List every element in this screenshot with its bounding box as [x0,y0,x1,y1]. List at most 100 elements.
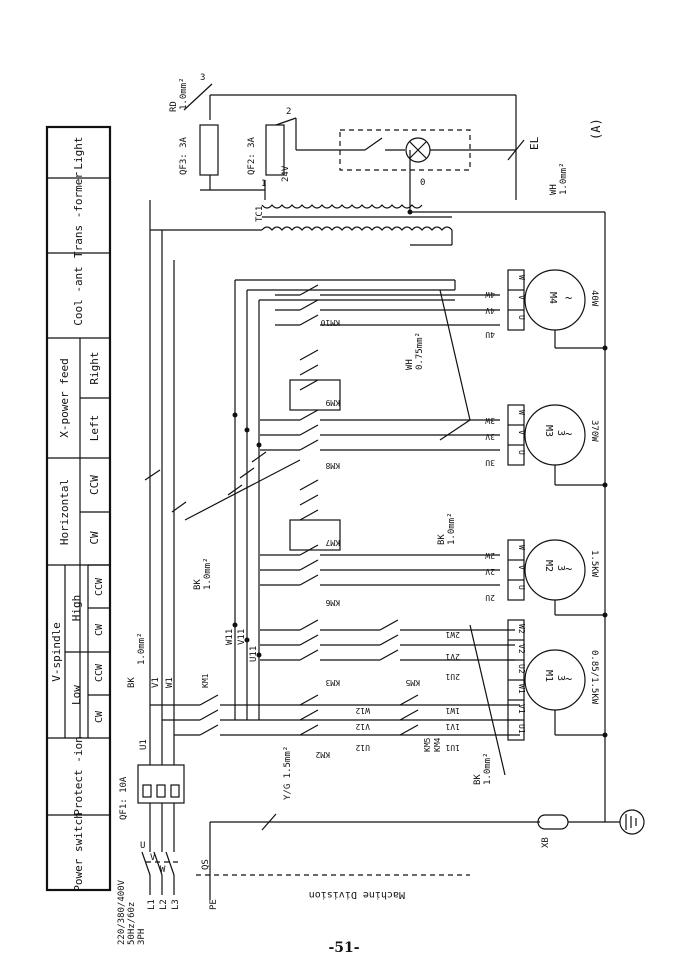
label-km5: KM5 [405,678,420,687]
label-low-ccw: CCW [94,663,105,682]
bus-lines: U11 V11 W11 BK 1.0mm² [144,279,456,720]
label-4v: 4V [485,306,495,315]
label-feed-left: Left [88,415,101,442]
label-node-3: 3 [200,73,205,83]
machine-division-label: Machine Division [309,889,405,900]
m2-terminal-w: W [517,545,526,550]
m2-terminal-u: U [517,585,526,590]
contactors: KM10 KM9 KM8 KM7 [150,284,520,759]
label-1w1: 1W1 [445,706,460,715]
label-light: Light [72,136,85,169]
m3-phase: 3 [555,430,566,436]
label-2u1: 2U1 [445,672,460,681]
label-24v: 24V [281,165,291,182]
m4-rating: 40W [589,290,599,307]
label-qf2: QF2: 3A [247,136,257,175]
motor-m2: W V U M2 3 ~ 1.5KW [507,539,608,618]
motor-m1: W2 V2 U2 W1 V1 U1 M1 3 ~ 0.85/1.5KW [507,619,608,741]
label-3v: 3V [485,432,495,441]
label-corner-a: (A) [589,118,603,140]
motor-icon [524,649,586,711]
label-horiz-ccw: CCW [88,475,101,495]
label-wh-light-wire: 1.0mm² [559,162,569,195]
label-bk-main-wire: 1.0mm² [137,632,147,665]
contactor-km3: KM3 [260,619,340,687]
m3-name: M3 [543,425,554,437]
label-horiz-cw: CW [88,531,101,545]
label-3u: 3U [485,458,495,467]
transformer-tc1: TC1 0 24V 1 [150,165,606,822]
label-2w1: 2W1 [445,630,460,639]
label-w12: W12 [355,706,370,715]
label-km3: KM3 [325,678,340,687]
label-rd: RD [169,101,179,112]
label-u11: U11 [249,646,259,662]
page-number: -51- [328,940,360,956]
label-u: U [140,841,145,851]
label-2u: 2U [485,593,495,602]
m1-name: M1 [543,670,554,682]
label-wh-motor: WH [405,359,415,370]
motor-m3: W V U M3 3 ~ 370W [507,404,608,488]
m1-tilde-icon: ~ [565,672,572,686]
label-high-cw: CW [94,623,105,636]
function-table: Light Trans -former Cool -ant X-power fe… [45,125,112,892]
m1-terminal-v1: V1 [517,704,526,714]
supply-phase: 3PH [137,929,147,945]
label-km7: KM7 [325,538,340,547]
m2-terminal-v: V [517,565,526,570]
label-2v: 2V [485,567,495,576]
m1-terminal-w2: W2 [517,624,526,634]
label-rd-wire: 1.0mm² [179,77,189,110]
label-protection: Protect -ion [72,736,85,815]
m4-name: M4 [547,292,558,304]
label-x-power-feed: X-power feed [58,358,71,437]
m4-terminal-v: V [517,295,526,300]
label-1u1: 1U1 [445,743,460,752]
label-node-2: 2 [286,107,291,117]
label-km6: KM6 [325,598,340,607]
m4-terminal-w: W [517,275,526,280]
label-low-cw: CW [94,710,105,723]
label-w1: W1 [165,677,175,688]
label-bk-m1-wire: 1.0mm² [483,752,493,785]
label-km9: KM9 [325,398,340,407]
light-circuit: RD 1.0mm² 3 2 QF3: 3A QF2: 3A EL WH 1.0m… [169,73,603,200]
label-high-ccw: CCW [94,577,105,596]
label-low: Low [70,685,83,705]
contactor-km6: KM6 [260,544,500,607]
label-l2: L2 [159,899,169,910]
motor-icon [524,404,586,466]
label-bk-m2-wire: 1.0mm² [447,512,457,545]
label-xb: XB [541,837,551,848]
label-km10: KM10 [321,318,340,327]
label-l1: L1 [147,899,157,910]
label-km2: KM2 [315,750,330,759]
label-wh-motor-wire: 0.75mm² [415,332,425,370]
label-w: W [160,865,166,875]
label-km8: KM8 [325,461,340,470]
contactor-km1: KM1 [150,673,520,736]
label-qf1: QF1: 10A [119,776,129,820]
label-bk-main: BK [127,677,137,688]
label-1v1: 1V1 [445,722,460,731]
m2-rating: 1.5KW [589,550,599,578]
motor-feed-labels: 4W 4V 4U 3W 3V 3U 2W 2V 2U WH 0.75mm² BK… [405,289,506,785]
supply-section: 220/380/400V 50Hz/60z 3PH L1 L2 L3 PE QS… [117,200,540,945]
label-node-1: 1 [261,179,266,189]
label-v12: V12 [355,722,370,731]
label-km4: KM4 [433,737,442,752]
m2-tilde-icon: ~ [565,562,572,576]
m1-terminal-u2: U2 [517,664,526,674]
label-el: EL [528,136,541,150]
label-v-spindle: V-spindle [50,622,63,682]
label-qs: QS [201,859,211,870]
label-2v1: 2V1 [445,652,460,661]
label-u12: U12 [355,743,370,752]
ground-section: XB [537,809,645,848]
label-qf3: QF3: 3A [179,136,189,175]
label-2w: 2W [485,551,495,560]
label-bk-bus-wire: 1.0mm² [203,557,213,590]
label-yg-wire: Y/G 1.5mm² [283,746,293,800]
